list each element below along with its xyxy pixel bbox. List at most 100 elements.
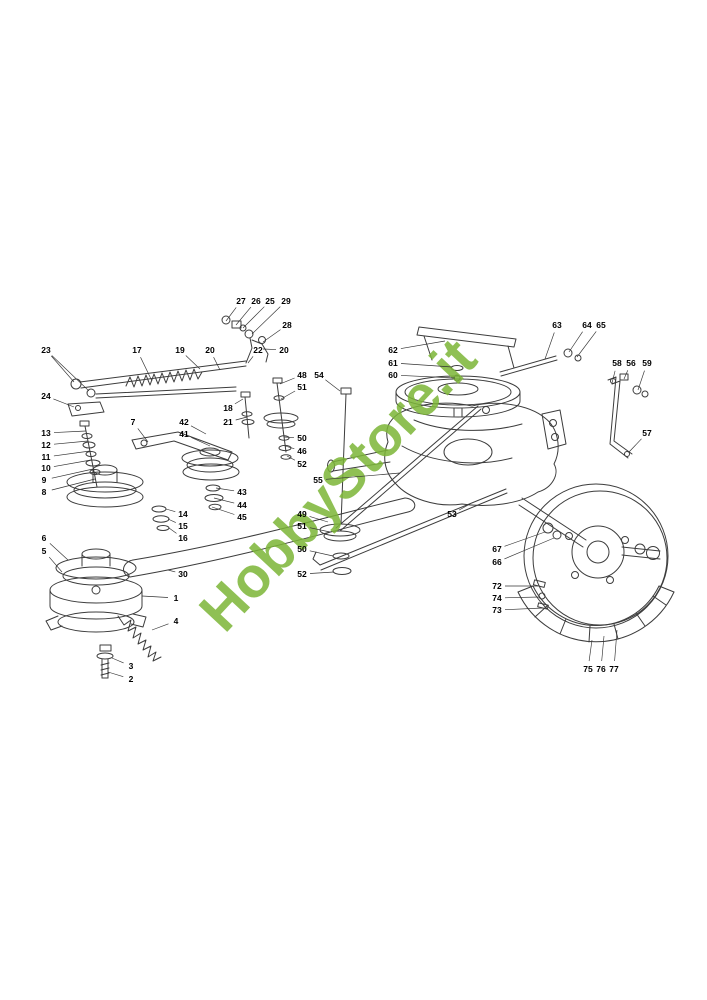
leader-line-62-30	[400, 340, 446, 349]
part-label-13-12: 13	[41, 428, 51, 438]
leader-line-41-20	[191, 437, 211, 447]
part-label-67-58: 67	[492, 544, 502, 554]
leader-line-27-0	[225, 307, 237, 322]
part-label-11-14: 11	[42, 452, 51, 462]
leader-line-64-34	[568, 331, 583, 353]
leader-line-17-6	[140, 357, 153, 382]
leader-line-4-55	[151, 623, 169, 631]
leader-line-48-23	[279, 377, 295, 385]
leader-line-8-17	[51, 478, 96, 491]
part-label-74-61: 74	[492, 593, 502, 603]
part-label-54-24: 54	[314, 370, 324, 380]
part-label-49-48: 49	[297, 509, 307, 519]
leader-line-63-33	[544, 332, 555, 360]
part-label-51-49: 51	[297, 521, 307, 531]
part-label-55-29: 55	[313, 475, 323, 485]
leader-line-66-59	[504, 537, 555, 560]
part-label-6-46: 6	[42, 533, 47, 543]
part-label-53-52: 53	[447, 509, 457, 519]
part-label-62-30: 62	[388, 345, 398, 355]
leader-line-16-45	[168, 527, 177, 534]
leader-line-51-49	[309, 527, 331, 533]
leader-line-18-21	[234, 398, 244, 405]
part-label-30-53: 30	[178, 569, 188, 579]
leader-line-23-5	[51, 355, 75, 383]
part-label-19-7: 19	[175, 345, 185, 355]
leader-line-76-64	[601, 635, 605, 662]
part-label-1-54: 1	[174, 593, 179, 603]
leader-line-46-27	[284, 445, 295, 450]
part-label-7-18: 7	[131, 417, 136, 427]
rod-end-fasteners	[221, 315, 269, 363]
leader-line-1-54	[141, 595, 169, 598]
leader-line-5-47	[48, 556, 63, 573]
part-label-60-32: 60	[388, 370, 398, 380]
leader-line-49-48	[309, 516, 329, 523]
part-label-56-37: 56	[626, 358, 636, 368]
part-label-48-23: 48	[297, 370, 307, 380]
drive-belt	[123, 497, 416, 578]
part-label-16-45: 16	[178, 533, 188, 543]
part-label-42-19: 42	[179, 417, 189, 427]
part-label-3-56: 3	[129, 661, 134, 671]
leader-line-59-38	[637, 370, 645, 391]
belt-guide-bail	[416, 326, 517, 369]
part-label-46-27: 46	[297, 446, 307, 456]
leader-line-3-56	[111, 657, 124, 664]
part-label-50-26: 50	[297, 433, 307, 443]
rear-wheel	[517, 483, 675, 643]
part-label-51-25: 51	[297, 382, 307, 392]
leader-line-20-10	[262, 348, 277, 350]
leader-line-30-53	[167, 569, 176, 573]
part-label-12-13: 12	[41, 440, 51, 450]
leader-line-13-12	[53, 430, 87, 433]
part-label-65-35: 65	[596, 320, 606, 330]
part-label-61-31: 61	[388, 358, 398, 368]
part-label-29-3: 29	[281, 296, 291, 306]
leader-line-50-26	[283, 436, 295, 438]
leader-line-58-36	[611, 370, 616, 384]
part-label-59-38: 59	[642, 358, 652, 368]
leader-line-11-14	[53, 450, 91, 457]
part-label-14-43: 14	[178, 509, 188, 519]
clutch-lever-rod	[67, 337, 253, 417]
part-label-10-15: 10	[41, 463, 51, 473]
brake-rods	[312, 405, 508, 571]
leader-line-74-61	[504, 596, 541, 599]
leader-line-73-62	[504, 607, 544, 611]
part-label-26-1: 26	[251, 296, 261, 306]
leader-line-53-52	[458, 503, 471, 511]
part-label-63-33: 63	[552, 320, 562, 330]
leader-line-29-3	[251, 306, 281, 335]
leader-line-2-57	[107, 671, 124, 678]
electromagnetic-clutch	[45, 548, 147, 633]
part-label-4-55: 4	[174, 616, 179, 626]
leader-line-60-32	[400, 375, 456, 379]
part-label-76-64: 76	[596, 664, 606, 674]
leader-line-43-40	[215, 487, 235, 492]
pivot-bolt	[240, 391, 255, 439]
leader-line-20-8	[213, 357, 221, 371]
leader-line-44-41	[213, 497, 235, 504]
part-label-25-2: 25	[265, 296, 275, 306]
part-label-22-9: 22	[253, 345, 263, 355]
part-label-75-63: 75	[583, 664, 593, 674]
part-label-41-20: 41	[179, 429, 189, 439]
leader-line-19-7	[185, 355, 201, 370]
part-label-64-34: 64	[582, 320, 592, 330]
leader-line-25-2	[242, 306, 265, 329]
part-label-20-8: 20	[205, 345, 215, 355]
tension-spring	[117, 615, 162, 662]
part-label-28-4: 28	[282, 320, 292, 330]
leader-line-21-22	[235, 416, 248, 421]
leader-line-75-63	[588, 639, 593, 662]
part-label-77-65: 77	[609, 664, 619, 674]
part-label-45-42: 45	[237, 512, 247, 522]
transmission-pulley	[395, 365, 521, 418]
part-label-15-44: 15	[178, 521, 188, 531]
leader-line-55-29	[325, 472, 401, 480]
mount-bolt	[96, 644, 114, 679]
part-label-52-28: 52	[297, 459, 307, 469]
